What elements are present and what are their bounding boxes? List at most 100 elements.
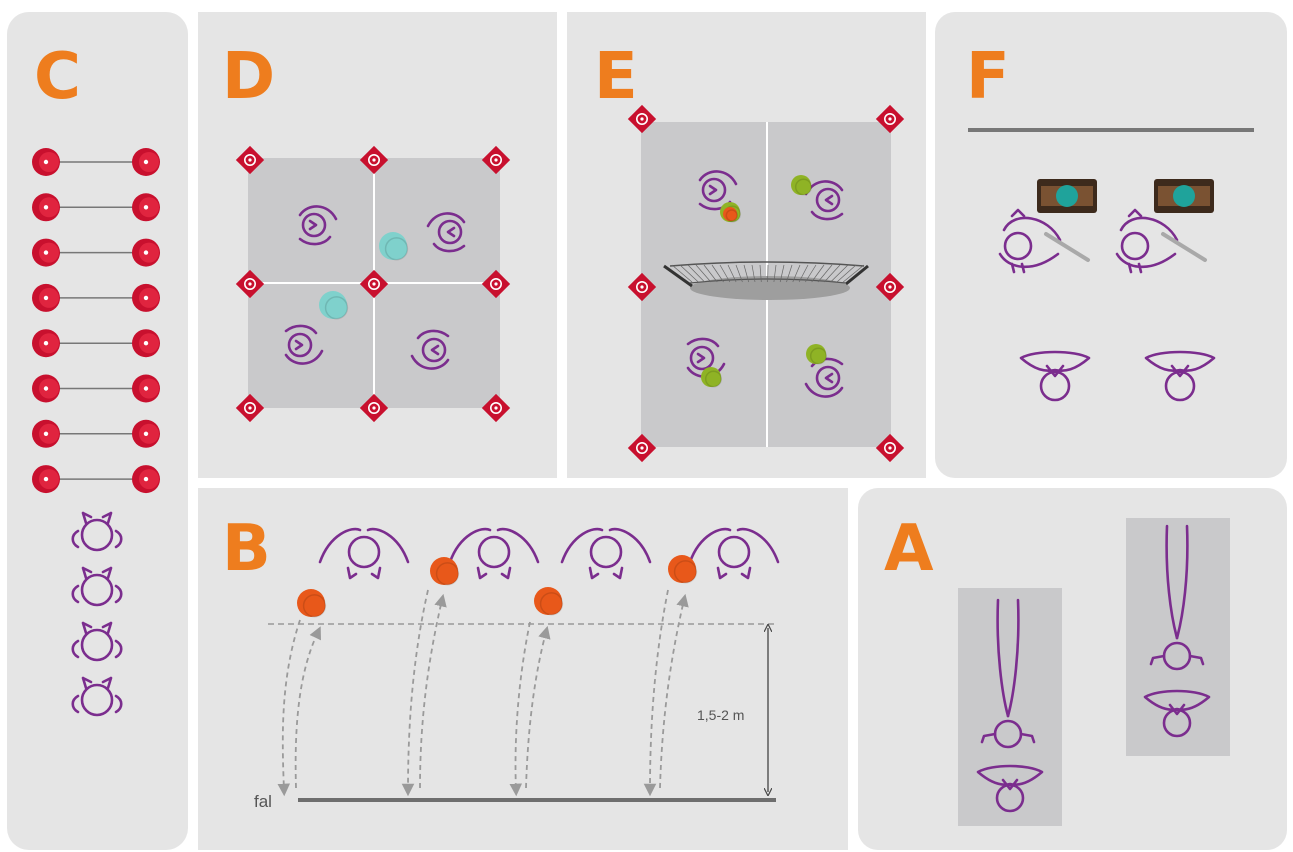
ball-b xyxy=(534,587,564,616)
disc-cone xyxy=(132,238,160,267)
net-mesh xyxy=(711,264,724,283)
panel-d-label: D xyxy=(222,40,275,114)
queued-player xyxy=(71,621,123,662)
panel-c-label: C xyxy=(34,40,81,114)
panel-f-label: F xyxy=(966,40,1010,114)
net-mesh xyxy=(817,264,833,283)
player-figure xyxy=(560,527,652,580)
distance-label: 1,5-2 m xyxy=(697,707,744,723)
disc-cone xyxy=(32,329,60,358)
throw-arrow xyxy=(277,619,301,797)
queued-player xyxy=(71,511,123,552)
panel-d-drill xyxy=(235,145,511,423)
panel-e-drill xyxy=(627,104,905,463)
panel-b-bg xyxy=(198,488,848,850)
net-mesh xyxy=(792,264,801,283)
target-cone xyxy=(875,433,905,463)
disc-cone xyxy=(132,465,160,494)
throw-arrow xyxy=(509,621,531,797)
net-mesh xyxy=(842,264,865,283)
panel-f-drill xyxy=(968,128,1254,402)
net-post-right xyxy=(845,264,869,286)
net-mesh xyxy=(824,264,841,283)
panel-c-bg xyxy=(7,12,188,850)
disc-cone xyxy=(32,419,60,448)
court-player xyxy=(698,170,738,211)
ball-d-2 xyxy=(319,291,349,320)
net-top xyxy=(669,261,865,267)
net-mesh xyxy=(779,264,785,283)
disc-cone xyxy=(132,193,160,222)
net-mesh xyxy=(679,264,699,283)
player-with-stick xyxy=(1115,208,1207,274)
net-mesh xyxy=(727,264,737,283)
panel-a-drill xyxy=(958,518,1230,826)
wall-label: fal xyxy=(254,792,272,811)
net-mesh xyxy=(836,264,857,283)
stick xyxy=(1161,232,1207,262)
court-player xyxy=(426,212,466,253)
panel-b-label: B xyxy=(222,512,271,586)
net-shadow xyxy=(690,276,850,300)
target-cone xyxy=(627,104,657,134)
player-with-stick xyxy=(998,208,1090,274)
target-box xyxy=(1154,179,1214,213)
distance-label-bg xyxy=(694,704,756,726)
net-mesh xyxy=(751,264,756,283)
player-figure xyxy=(318,527,410,580)
target-cone xyxy=(627,433,657,463)
stick xyxy=(1044,232,1090,262)
disc-cone xyxy=(32,283,60,312)
court-player xyxy=(298,205,338,246)
net-mesh xyxy=(773,264,777,283)
ball-b xyxy=(430,557,460,586)
net-mesh xyxy=(687,264,705,283)
ball-e-orange xyxy=(723,207,738,222)
ball-e-green xyxy=(791,175,813,196)
panel-b-drill: fal 1,5-2 m xyxy=(254,527,780,811)
disc-cone xyxy=(32,374,60,403)
disc-cone xyxy=(32,148,60,176)
ball-e-green xyxy=(806,344,828,365)
net-mesh xyxy=(786,264,793,283)
receiving-player xyxy=(976,764,1044,813)
net-mesh xyxy=(798,264,809,283)
net-mesh xyxy=(811,264,825,283)
ball-e-green xyxy=(701,367,723,388)
net-post-left xyxy=(663,264,693,288)
net-mesh xyxy=(671,264,693,283)
panel-c-drill xyxy=(32,148,160,717)
disc-cone xyxy=(132,148,160,176)
disc-cone xyxy=(132,419,160,448)
disc-cone xyxy=(32,238,60,267)
panel-a-label: A xyxy=(884,512,934,586)
ball-b xyxy=(297,589,327,618)
target-cone xyxy=(627,272,657,302)
target-box xyxy=(1037,179,1097,213)
target-cone xyxy=(875,272,905,302)
player-figure xyxy=(688,527,780,580)
net-mesh xyxy=(703,264,718,283)
return-arrow xyxy=(294,626,321,789)
net-mesh xyxy=(719,264,731,283)
player-figure xyxy=(448,527,540,580)
disc-cone xyxy=(132,329,160,358)
net-mesh xyxy=(695,264,712,283)
net-mesh xyxy=(805,264,817,283)
receiving-player xyxy=(1144,350,1216,402)
net-mesh xyxy=(830,264,849,283)
court-player xyxy=(284,324,324,365)
disc-cone xyxy=(132,374,160,403)
court-player xyxy=(410,329,450,370)
ball-d-1 xyxy=(379,232,409,261)
receiving-player xyxy=(1019,350,1091,402)
stick-player xyxy=(1149,524,1205,671)
net xyxy=(663,261,869,288)
receiving-player xyxy=(1143,689,1211,738)
net-mesh xyxy=(759,264,762,283)
queued-player xyxy=(71,566,123,607)
disc-cone xyxy=(32,465,60,494)
court-player xyxy=(686,337,726,378)
net-mesh xyxy=(735,264,743,283)
